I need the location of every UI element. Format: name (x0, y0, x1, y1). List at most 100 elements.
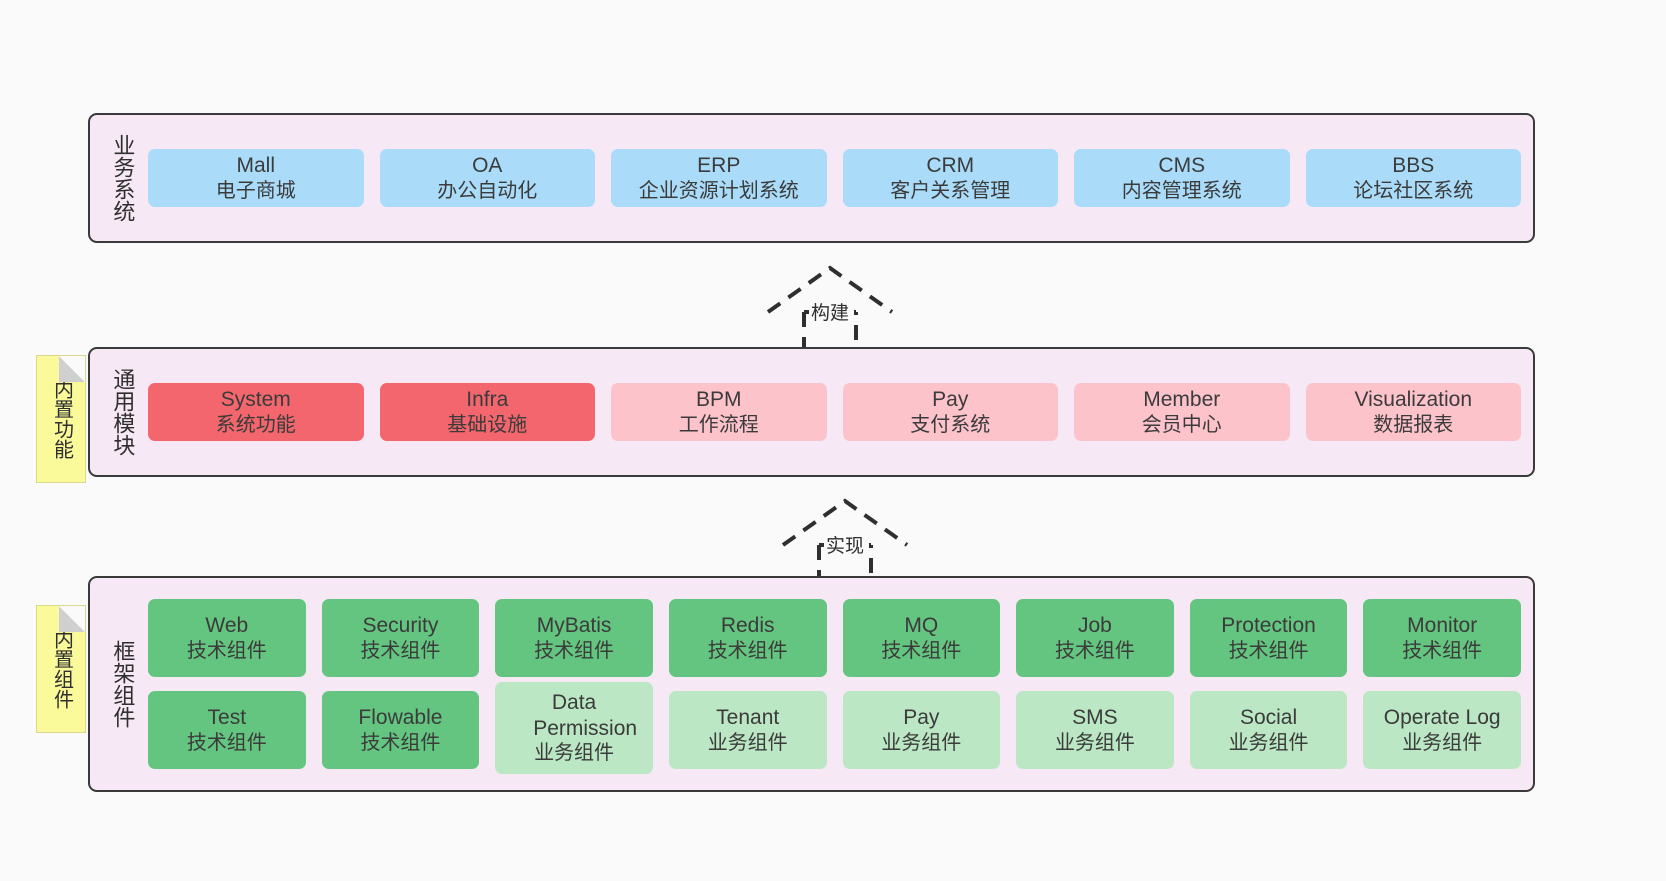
connector-implement: 实现 (775, 495, 915, 585)
component-name: MQ (904, 614, 939, 637)
component-card-web[interactable]: Web 技术组件 (148, 599, 306, 677)
module-subtitle: 论坛社区系统 (1353, 179, 1474, 202)
component-subtitle: 业务组件 (881, 731, 962, 754)
module-subtitle: 办公自动化 (437, 179, 538, 202)
module-name: ERP (697, 154, 741, 177)
business-system-row: Mall 电子商城 OA 办公自动化 ERP 企业资源计划系统 CRM 客户关系… (148, 149, 1521, 207)
module-subtitle: 支付系统 (910, 413, 991, 436)
component-subtitle: 业务组件 (1228, 731, 1309, 754)
component-name: Security (362, 614, 439, 637)
component-card-sms[interactable]: SMS 业务组件 (1016, 691, 1174, 769)
layer-common-module: 通用模块 System 系统功能 Infra 基础设施 BPM 工作流程 Pay… (88, 347, 1535, 477)
component-subtitle: 技术组件 (707, 639, 788, 662)
component-card-monitor[interactable]: Monitor 技术组件 (1363, 599, 1521, 677)
module-card-cms[interactable]: CMS 内容管理系统 (1074, 149, 1290, 207)
module-card-oa[interactable]: OA 办公自动化 (379, 149, 595, 207)
connector-build-label: 构建 (808, 298, 852, 325)
component-name: Redis (720, 614, 775, 637)
module-card-system[interactable]: System 系统功能 (148, 383, 364, 441)
module-card-member[interactable]: Member 会员中心 (1074, 383, 1290, 441)
module-subtitle: 内容管理系统 (1121, 179, 1242, 202)
layer-business-system: 业务系统 Mall 电子商城 OA 办公自动化 ERP 企业资源计划系统 CRM… (88, 113, 1535, 243)
component-card-operate-log[interactable]: Operate Log 业务组件 (1363, 691, 1521, 769)
module-name: System (220, 388, 291, 411)
component-name: Operate Log (1383, 706, 1501, 729)
layer-title-business-system: 业务系统 (110, 134, 136, 222)
component-name: SMS (1072, 706, 1118, 729)
component-name: Data Permission (533, 691, 638, 740)
component-card-social[interactable]: Social 业务组件 (1189, 691, 1348, 769)
component-card-tenant[interactable]: Tenant 业务组件 (668, 691, 827, 769)
module-name: OA (472, 154, 503, 177)
component-card-redis[interactable]: Redis 技术组件 (668, 599, 827, 677)
module-subtitle: 数据报表 (1373, 413, 1454, 436)
component-card-protection[interactable]: Protection 技术组件 (1189, 599, 1348, 677)
module-name: CMS (1158, 154, 1206, 177)
component-subtitle: 业务组件 (1402, 731, 1483, 754)
module-name: Infra (466, 388, 509, 411)
module-subtitle: 系统功能 (215, 413, 296, 436)
module-name: CRM (926, 154, 975, 177)
component-subtitle: 业务组件 (1054, 731, 1135, 754)
component-subtitle: 技术组件 (186, 639, 267, 662)
module-subtitle: 电子商城 (215, 179, 296, 202)
component-name: Monitor (1407, 614, 1478, 637)
component-subtitle: 技术组件 (1402, 639, 1483, 662)
component-card-mq[interactable]: MQ 技术组件 (842, 599, 1001, 677)
sticky-note-builtin-features: 内置功能 (36, 355, 86, 483)
component-name: Social (1239, 706, 1298, 729)
module-name: Visualization (1354, 388, 1473, 411)
component-name: MyBatis (536, 614, 612, 637)
component-name: Protection (1221, 614, 1316, 637)
connector-build: 构建 (760, 262, 900, 352)
module-card-crm[interactable]: CRM 客户关系管理 (842, 149, 1058, 207)
component-subtitle: 技术组件 (881, 639, 962, 662)
module-card-visualization[interactable]: Visualization 数据报表 (1305, 383, 1521, 441)
framework-component-row-business: Test 技术组件 Flowable 技术组件 Data Permission … (148, 682, 1521, 774)
component-card-security[interactable]: Security 技术组件 (321, 599, 480, 677)
connector-implement-label: 实现 (823, 531, 867, 558)
component-subtitle: 业务组件 (707, 731, 788, 754)
component-name: Tenant (716, 706, 780, 729)
layer-title-common-module: 通用模块 (110, 368, 136, 456)
component-name: Pay (903, 706, 940, 729)
common-module-items: System 系统功能 Infra 基础设施 BPM 工作流程 Pay 支付系统… (142, 359, 1521, 465)
module-card-bpm[interactable]: BPM 工作流程 (611, 383, 827, 441)
module-name: Mall (236, 154, 275, 177)
module-name: BPM (695, 388, 742, 411)
module-subtitle: 客户关系管理 (890, 179, 1011, 202)
component-subtitle: 技术组件 (1054, 639, 1135, 662)
module-card-erp[interactable]: ERP 企业资源计划系统 (611, 149, 827, 207)
layer-framework-component: 框架组件 Web 技术组件 Security 技术组件 MyBatis 技术组件… (88, 576, 1535, 792)
component-name: Web (205, 614, 249, 637)
module-subtitle: 会员中心 (1141, 413, 1222, 436)
component-subtitle: 技术组件 (360, 639, 441, 662)
component-card-job[interactable]: Job 技术组件 (1016, 599, 1174, 677)
module-card-infra[interactable]: Infra 基础设施 (379, 383, 595, 441)
component-card-flowable[interactable]: Flowable 技术组件 (321, 691, 480, 769)
module-subtitle: 工作流程 (678, 413, 759, 436)
component-name: Flowable (358, 706, 443, 729)
module-card-bbs[interactable]: BBS 论坛社区系统 (1305, 149, 1521, 207)
module-card-mall[interactable]: Mall 电子商城 (148, 149, 364, 207)
framework-component-row-technical: Web 技术组件 Security 技术组件 MyBatis 技术组件 Redi… (148, 599, 1521, 677)
business-system-items: Mall 电子商城 OA 办公自动化 ERP 企业资源计划系统 CRM 客户关系… (142, 125, 1521, 231)
component-card-mybatis[interactable]: MyBatis 技术组件 (495, 599, 653, 677)
component-card-test[interactable]: Test 技术组件 (148, 691, 306, 769)
component-card-pay[interactable]: Pay 业务组件 (842, 691, 1001, 769)
component-subtitle: 业务组件 (534, 742, 615, 765)
common-module-row: System 系统功能 Infra 基础设施 BPM 工作流程 Pay 支付系统… (148, 383, 1521, 441)
component-card-data-permission[interactable]: Data Permission 业务组件 (495, 682, 653, 774)
module-name: Member (1143, 388, 1221, 411)
module-subtitle: 企业资源计划系统 (638, 179, 799, 202)
module-subtitle: 基础设施 (447, 413, 528, 436)
layer-title-framework-component: 框架组件 (110, 640, 136, 728)
module-card-pay[interactable]: Pay 支付系统 (842, 383, 1058, 441)
component-name: Job (1078, 614, 1112, 637)
component-subtitle: 技术组件 (534, 639, 615, 662)
module-name: Pay (932, 388, 969, 411)
sticky-note-builtin-components: 内置组件 (36, 605, 86, 733)
component-subtitle: 技术组件 (1228, 639, 1309, 662)
component-subtitle: 技术组件 (186, 731, 267, 754)
